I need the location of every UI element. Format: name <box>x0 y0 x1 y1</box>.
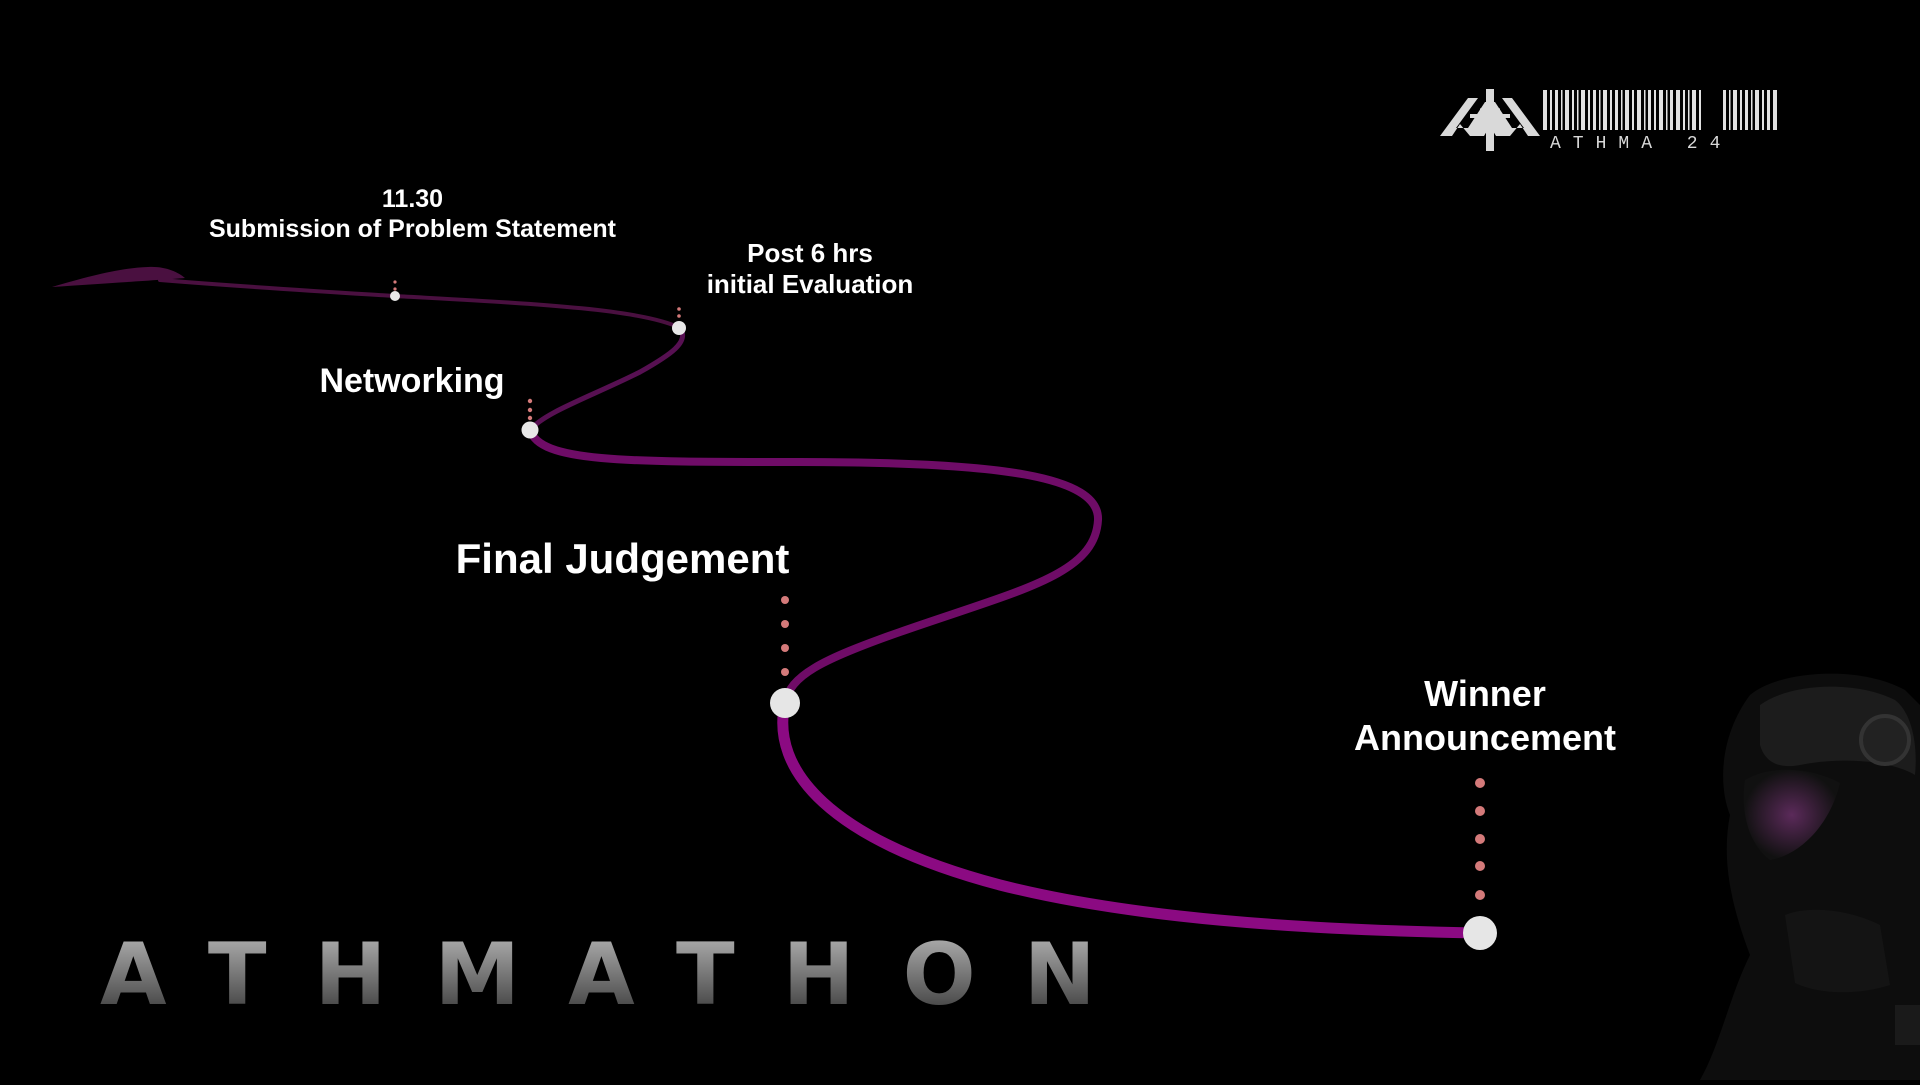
marker-dots-winner <box>1475 778 1485 900</box>
event-submission-label: 11.30 Submission of Problem Statement <box>150 184 675 244</box>
event-networking-label: Networking <box>262 361 562 402</box>
event-initial-eval-line1: Post 6 hrs <box>747 238 873 268</box>
event-submission-time: 11.30 <box>381 185 444 213</box>
event-networking-title: Networking <box>319 362 505 400</box>
event-final-judgement-label: Final Judgement <box>380 534 865 584</box>
node-initial-eval <box>672 321 686 335</box>
event-final-judgement-title: Final Judgement <box>455 535 790 582</box>
path-segment-1 <box>158 278 682 330</box>
athma-logo-icon <box>1440 89 1540 151</box>
event-winner-line1: Winner <box>1424 673 1546 714</box>
marker-dots-final-judgement <box>781 596 789 676</box>
event-title: ATHMATHON <box>100 925 1144 1025</box>
event-winner-label: Winner Announcement <box>1290 672 1680 760</box>
event-winner-line2: Announcement <box>1353 716 1616 758</box>
event-submission-title: Submission of Problem Statement <box>208 215 616 243</box>
event-initial-eval-line2: initial Evaluation <box>706 269 914 300</box>
path-segment-3 <box>526 426 1103 707</box>
barcode-icon <box>1543 90 1777 130</box>
node-submission <box>390 291 400 301</box>
marker-dots-initial-eval <box>677 307 681 318</box>
marker-dots-submission <box>393 280 397 291</box>
node-networking <box>521 421 539 439</box>
node-final-judgement <box>770 688 800 718</box>
event-initial-eval-label: Post 6 hrs initial Evaluation <box>650 238 970 300</box>
path-segment-2 <box>527 325 685 433</box>
barcode-text: ATHMA 24 <box>1550 134 1733 154</box>
path-tail <box>52 266 185 287</box>
path-segment-4 <box>777 697 1486 939</box>
brand-block <box>1440 84 1790 164</box>
helmet-figure-icon <box>1700 673 1920 1080</box>
marker-dots-networking <box>527 398 533 421</box>
node-winner <box>1463 916 1497 950</box>
